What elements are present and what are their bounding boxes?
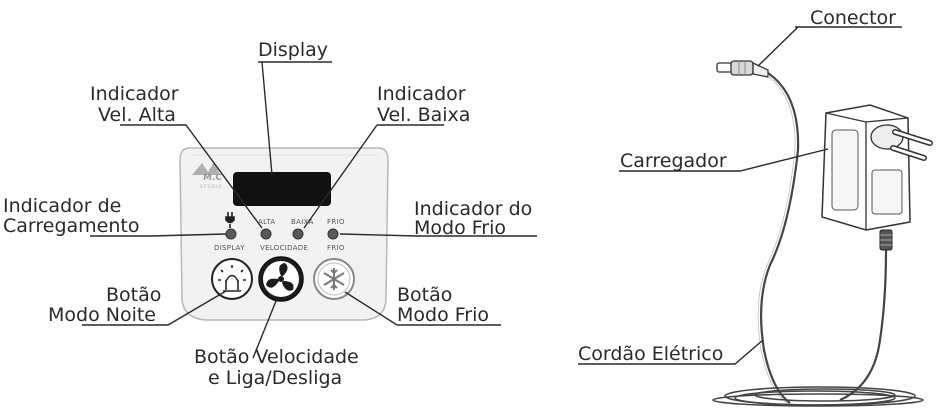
plug-icon xyxy=(225,212,235,228)
led-carregamento xyxy=(225,228,237,240)
led-vel-baixa xyxy=(292,228,304,240)
callout-carregador: Carregador xyxy=(620,150,727,172)
callout-conector: Conector xyxy=(810,7,896,29)
modo-noite-button[interactable] xyxy=(211,258,253,300)
brand-logo-text: M.C xyxy=(203,173,222,183)
callout-modo-frio-ind-line1: Indicador do xyxy=(414,198,532,220)
cable xyxy=(760,72,800,404)
callout-vel-alta-line1: Indicador xyxy=(90,83,179,105)
label-frio-ind: FRIO xyxy=(327,218,345,226)
charger-body xyxy=(821,104,933,251)
left-callout-lines xyxy=(82,61,537,359)
connector xyxy=(716,60,769,78)
callout-modo-frio-btn-line2: Modo Frio xyxy=(397,304,489,326)
label-frio-btn: FRIO xyxy=(327,244,345,252)
adapter-cable xyxy=(839,249,888,402)
right-callout-lines xyxy=(578,26,902,365)
label-display: DISPLAY xyxy=(214,244,245,252)
brand-logo-subtext: S T U D I O xyxy=(200,184,222,189)
snowflake-icon xyxy=(323,268,345,290)
control-panel: M.C S T U D I O ALTA BAIXA FRIO DISPLAY … xyxy=(179,147,389,321)
led-vel-alta xyxy=(260,228,272,240)
label-baixa: BAIXA xyxy=(291,218,314,226)
label-velocidade: VELOCIDADE xyxy=(260,244,308,252)
callout-vel-baixa-line1: Indicador xyxy=(377,83,466,105)
brand-logo: M.C S T U D I O xyxy=(192,162,222,189)
right-callouts: Conector Carregador Cordão Elétrico xyxy=(578,7,896,365)
charger-illustration xyxy=(712,60,933,407)
velocidade-button[interactable] xyxy=(258,256,304,302)
cable-coil xyxy=(712,386,924,407)
callout-velocidade-line1: Botão Velocidade xyxy=(194,346,359,368)
callout-carregamento-line2: Carregamento xyxy=(3,215,140,237)
callout-vel-alta-line2: Vel. Alta xyxy=(98,104,176,126)
callout-vel-baixa-line2: Vel. Baixa xyxy=(377,104,470,126)
callout-modo-noite-line2: Modo Noite xyxy=(48,304,156,326)
fan-icon xyxy=(266,263,294,291)
callout-velocidade-line2: e Liga/Desliga xyxy=(208,367,342,389)
led-modo-frio xyxy=(327,228,339,240)
modo-frio-button[interactable] xyxy=(313,258,355,300)
label-alta: ALTA xyxy=(258,218,275,226)
callout-cordao: Cordão Elétrico xyxy=(578,343,723,365)
callout-carregamento-line1: Indicador de xyxy=(3,195,121,217)
callout-modo-frio-btn-line1: Botão xyxy=(397,284,452,306)
left-callouts: Display Indicador Vel. Alta Indicador Ve… xyxy=(3,39,532,389)
callout-modo-frio-ind-line2: Modo Frio xyxy=(414,217,506,239)
callout-display: Display xyxy=(258,39,328,61)
callout-modo-noite-line1: Botão xyxy=(106,284,161,306)
display-screen xyxy=(233,172,331,206)
